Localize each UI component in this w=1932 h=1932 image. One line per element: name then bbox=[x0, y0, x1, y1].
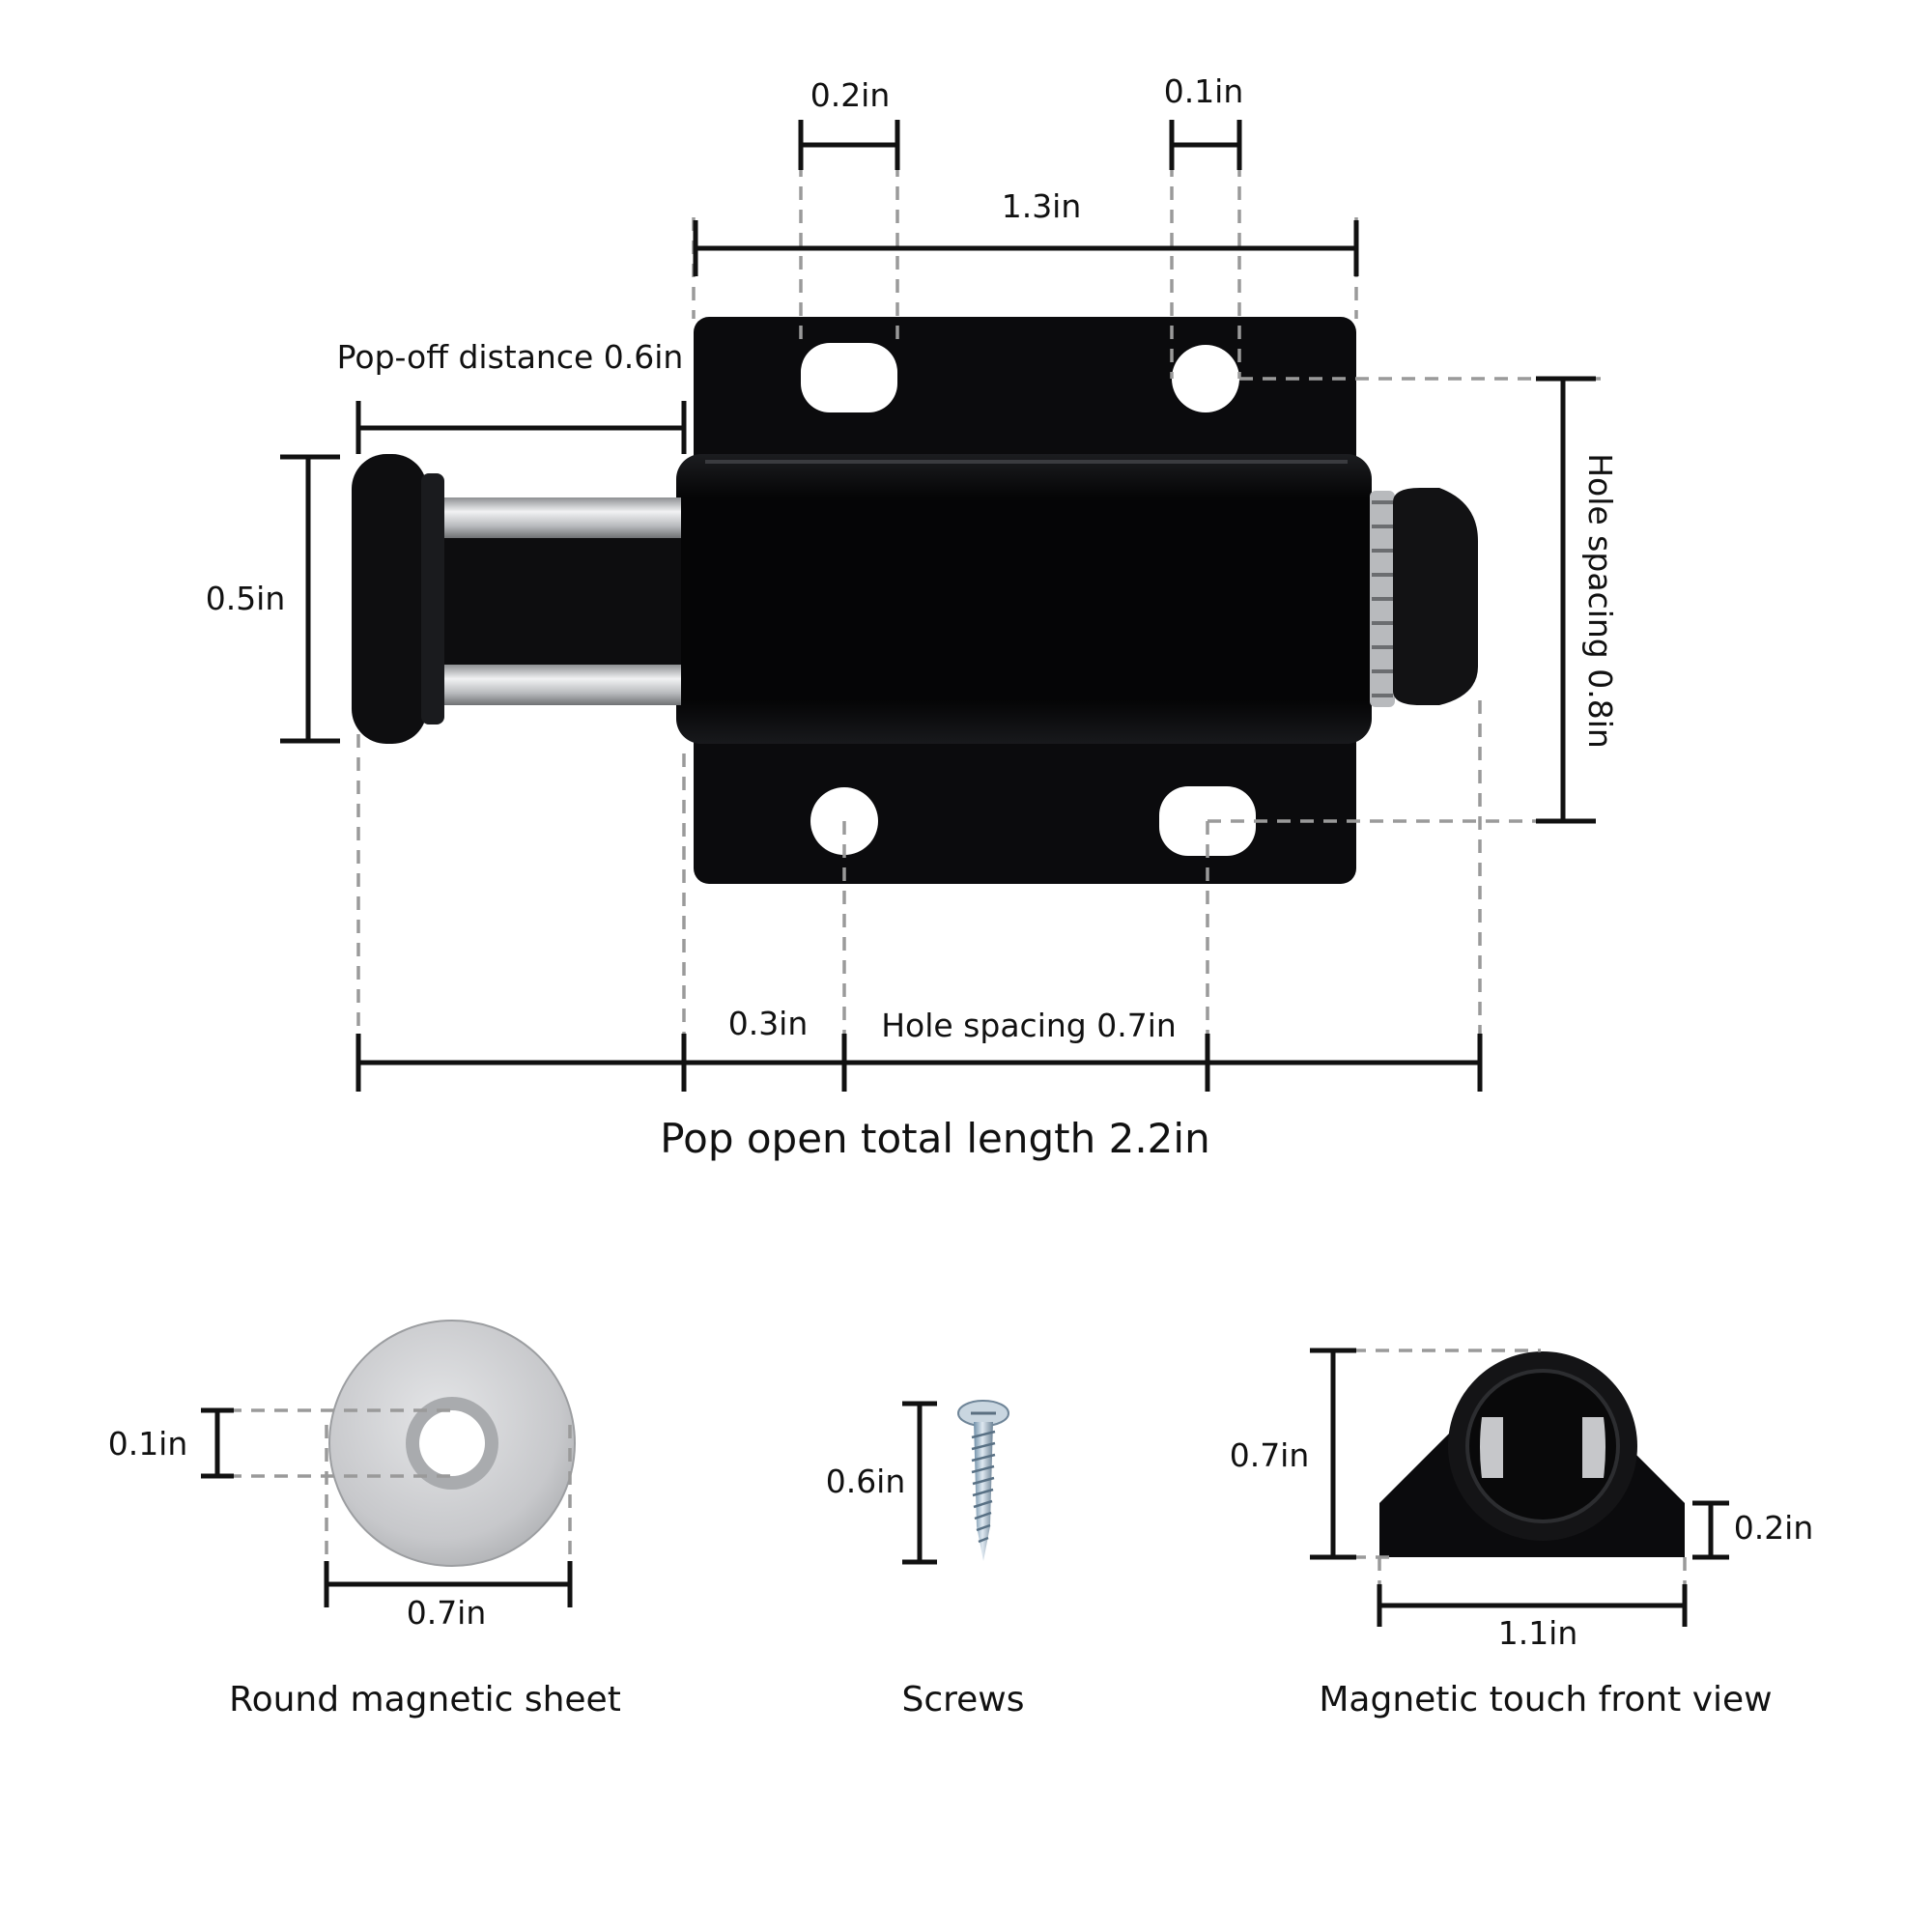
spring bbox=[1370, 491, 1395, 707]
slot-width-label: 0.2in bbox=[810, 76, 891, 114]
magnetic-sheet-caption: Round magnetic sheet bbox=[229, 1680, 621, 1719]
magnetic-touch-front-view bbox=[1310, 1348, 1729, 1627]
head-height-label: 0.5in bbox=[206, 580, 286, 617]
main-dimension-lines bbox=[280, 120, 1596, 1092]
round-magnetic-sheet bbox=[201, 1320, 576, 1607]
horizontal-hole-spacing-label: Hole spacing 0.7in bbox=[881, 1007, 1177, 1044]
pop-off-distance-label: Pop-off distance 0.6in bbox=[337, 338, 684, 376]
front-view-width-label: 1.1in bbox=[1498, 1614, 1578, 1652]
disc-diameter-label: 0.7in bbox=[407, 1594, 487, 1632]
plunger-head bbox=[352, 454, 427, 744]
hole-offset-label: 0.3in bbox=[728, 1005, 809, 1042]
screws-caption: Screws bbox=[901, 1680, 1024, 1719]
disc-center-hole bbox=[419, 1410, 485, 1476]
slot-hole-top bbox=[801, 343, 897, 412]
disc-hole-label: 0.1in bbox=[108, 1425, 188, 1463]
hole-width-label: 0.1in bbox=[1164, 72, 1244, 110]
screw bbox=[902, 1400, 1009, 1565]
main-latch-view bbox=[352, 317, 1478, 884]
plunger-rod-bottom bbox=[406, 665, 681, 705]
plate-width-label: 1.3in bbox=[1002, 187, 1082, 225]
screw-length-label: 0.6in bbox=[826, 1463, 906, 1500]
total-length-caption: Pop open total length 2.2in bbox=[660, 1115, 1209, 1162]
front-view-magnet-left bbox=[1480, 1417, 1503, 1478]
front-view-caption: Magnetic touch front view bbox=[1319, 1680, 1772, 1719]
front-view-height-label: 0.7in bbox=[1230, 1436, 1310, 1474]
rear-cap bbox=[1393, 488, 1478, 705]
front-view-base-label: 0.2in bbox=[1734, 1509, 1814, 1547]
vertical-hole-spacing-label: Hole spacing 0.8in bbox=[1581, 453, 1619, 749]
plunger-rod-top bbox=[406, 497, 681, 538]
front-view-magnet-right bbox=[1582, 1417, 1605, 1478]
round-hole-top bbox=[1172, 345, 1239, 412]
latch-barrel bbox=[676, 454, 1372, 744]
